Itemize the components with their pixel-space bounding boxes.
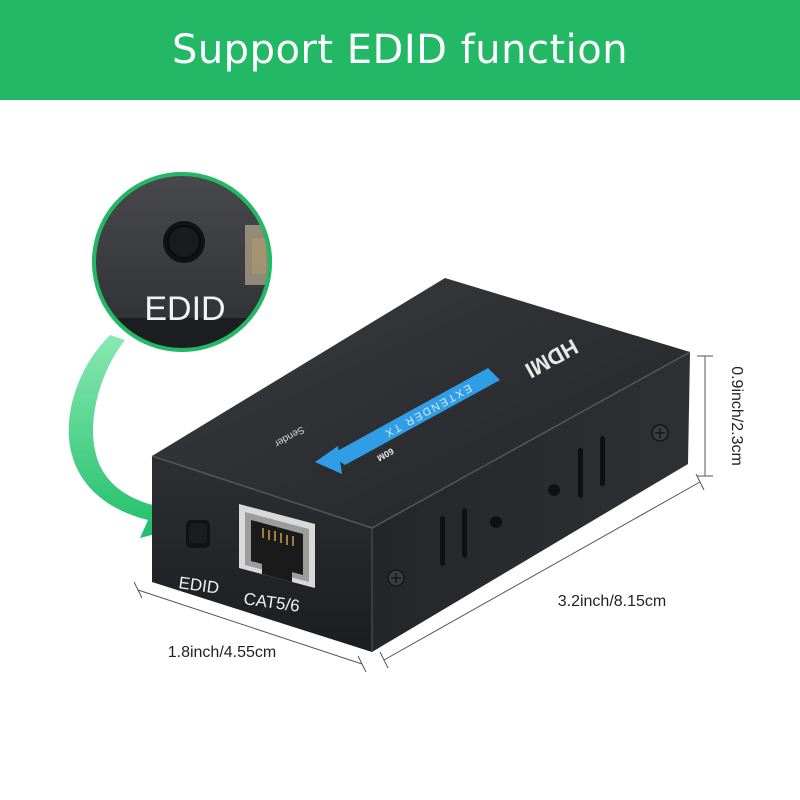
device-side-face [372,352,690,652]
curved-arrow-icon [68,335,178,538]
side-vents [440,436,605,566]
width-label: 1.8inch/4.55cm [168,644,277,661]
screw-icon [387,569,405,587]
dimension-width: 1.8inch/4.55cm [133,581,367,673]
zoomed-edid-label: EDID [144,290,225,328]
length-label: 3.2inch/8.15cm [558,593,667,610]
stripe-arrow-icon [315,446,342,474]
banner-title: Support EDID function [171,27,629,73]
cat5-port[interactable] [239,504,315,588]
title-banner: Support EDID function [0,0,800,100]
dimension-length: 3.2inch/8.15cm [379,473,705,669]
hdmi-extender-device: HDMI EXTENDER TX 60M Sender [151,278,691,652]
blue-stripe [330,368,500,465]
product-illustration: EDID HDMI EXTENDER TX 60M Sender [68,172,745,673]
dimension-height: 0.9inch/2.3cm [697,355,745,477]
device-top-face [152,278,690,528]
edid-button[interactable] [186,520,210,548]
height-label: 0.9inch/2.3cm [728,366,745,466]
screw-icon [651,424,669,442]
zoomed-edid-button [163,221,205,263]
